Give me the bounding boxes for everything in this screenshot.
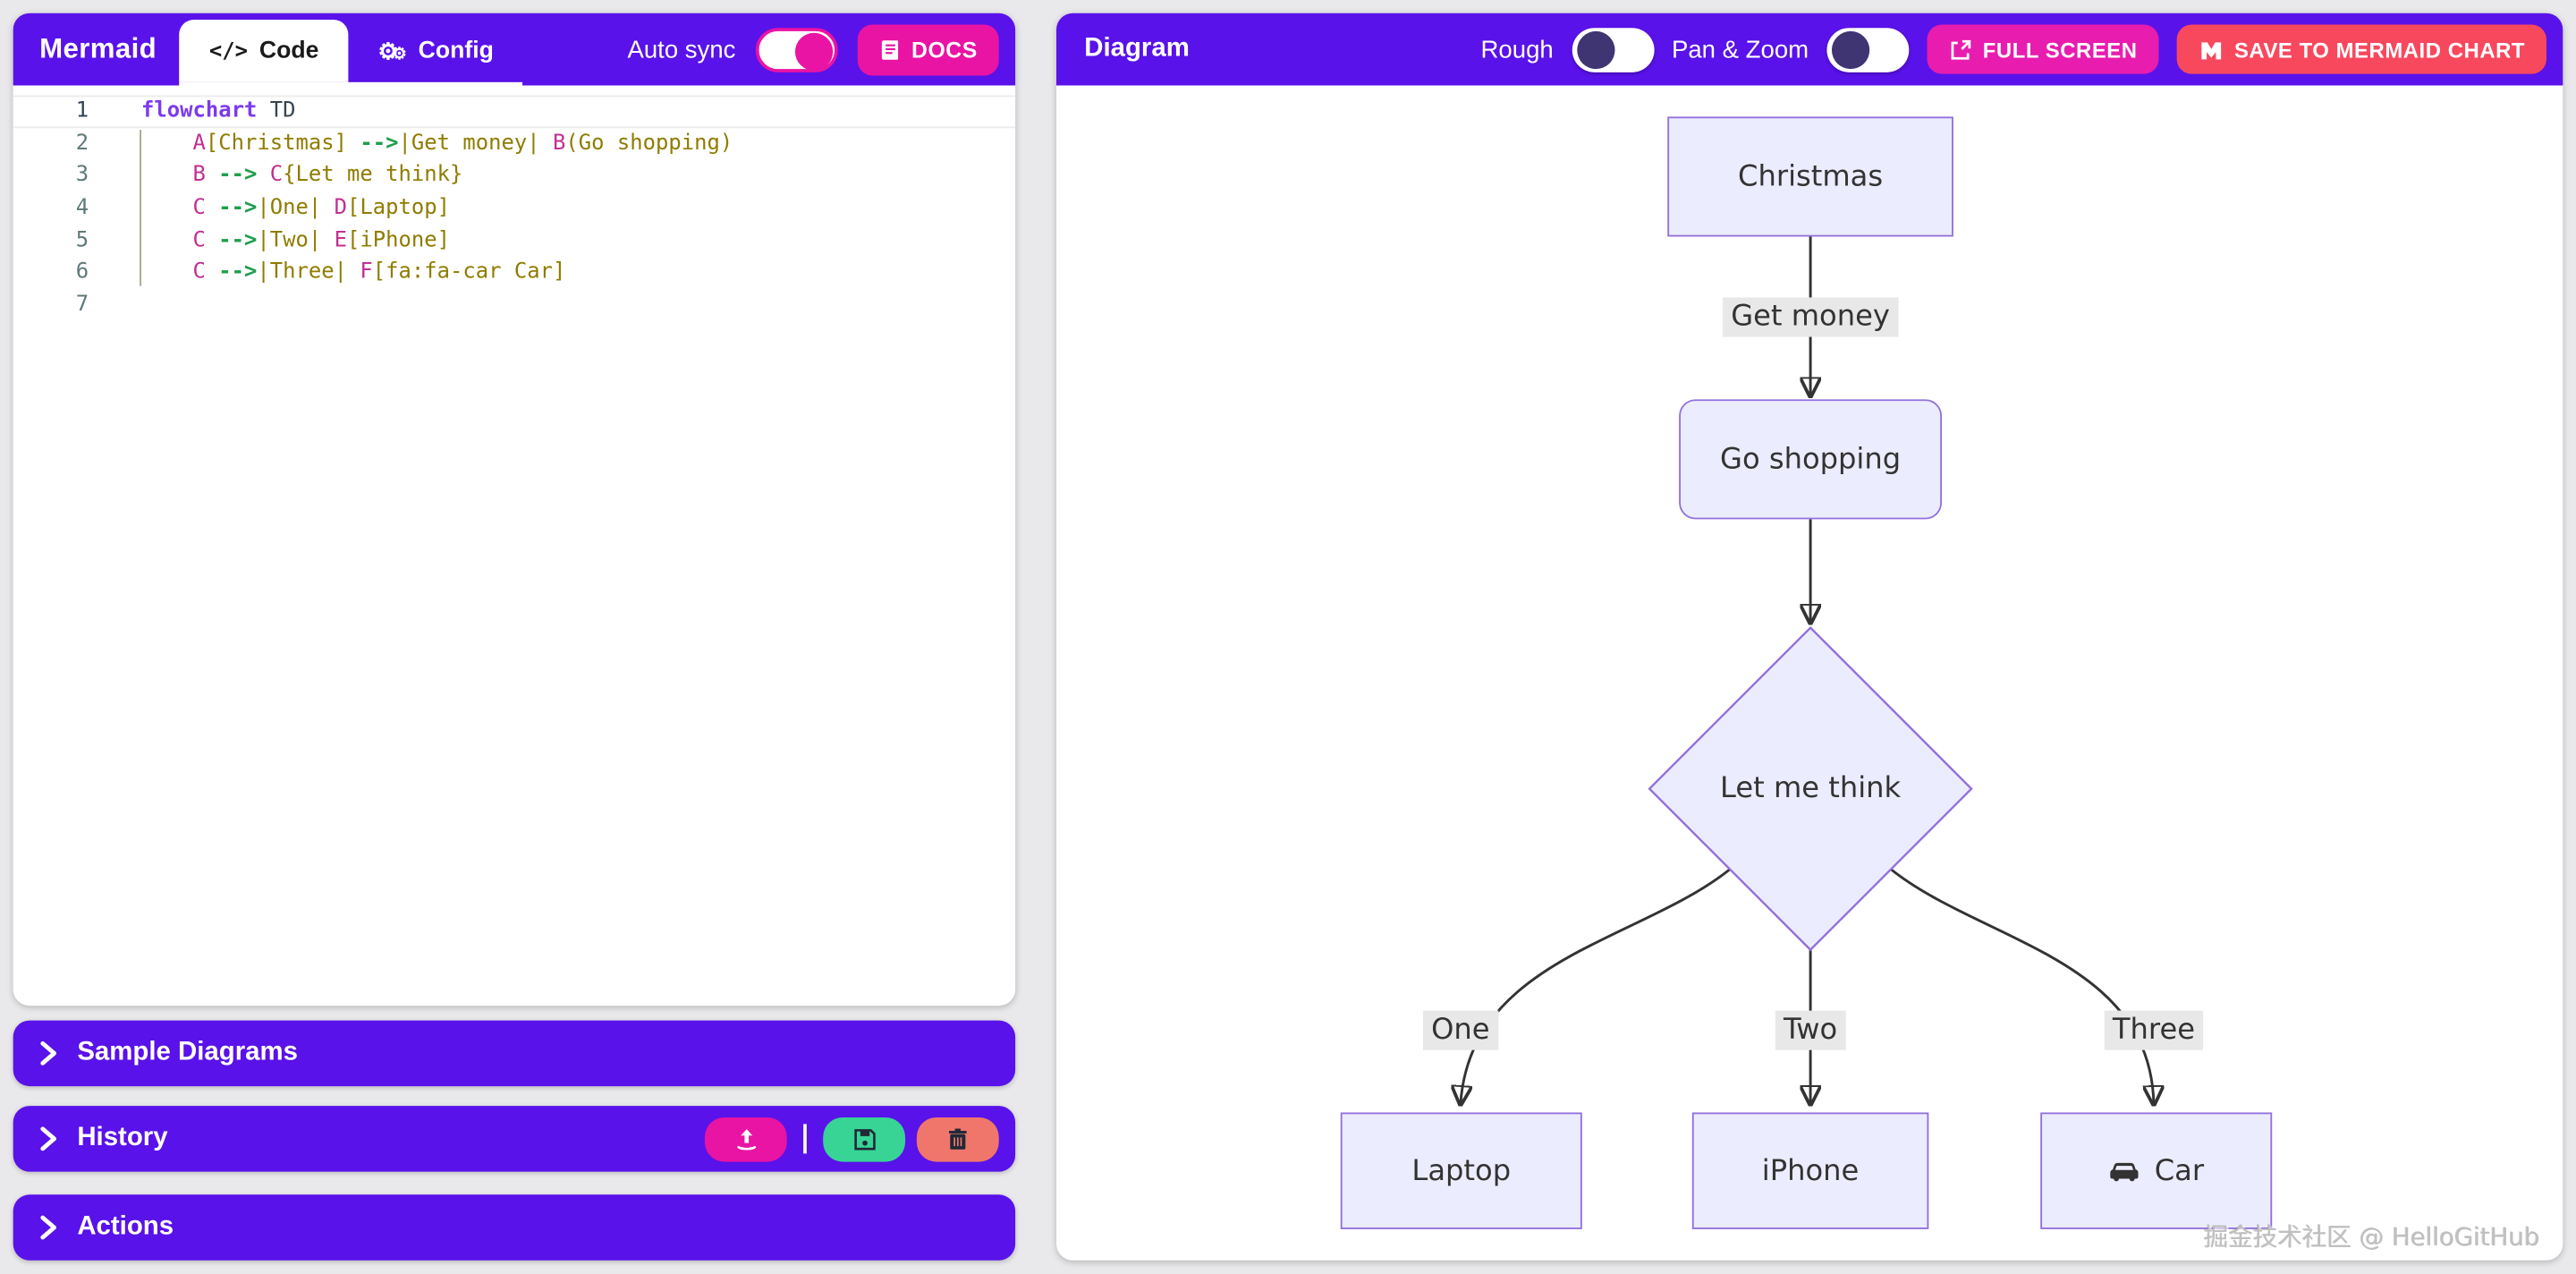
editor-tabs: </> Code ⚙⚙ Config (179, 13, 523, 86)
flowchart-node-iphone: iPhone (1691, 1112, 1929, 1229)
code-line: 6 C -->|Three| F[fa:fa-car Car] (13, 257, 1015, 289)
flowchart-node-christmas: Christmas (1667, 116, 1953, 237)
actions-label: Actions (77, 1212, 174, 1241)
save-button-label: SAVE TO MERMAID CHART (2233, 37, 2526, 62)
line-number: 1 (75, 98, 89, 123)
diagram-controls: Rough Pan & Zoom FULL SCREEN SAVE TO MER… (1480, 24, 2546, 74)
editor-header: Mermaid </> Code ⚙⚙ Config Auto sync DOC… (13, 13, 1016, 86)
diagram-header: Diagram Rough Pan & Zoom FULL SCREEN SAV… (1056, 13, 2563, 86)
chevron-right-icon (39, 1125, 57, 1151)
auto-sync-label: Auto sync (627, 35, 736, 64)
line-number: 7 (75, 293, 89, 318)
code-line: 7 (13, 289, 1015, 321)
upload-icon (736, 1128, 756, 1150)
node-label: iPhone (1761, 1154, 1860, 1188)
code-line: 3 B --> C{Let me think} (13, 160, 1015, 192)
editor-header-actions: Auto sync DOCS (627, 23, 1015, 75)
line-number: 4 (75, 195, 89, 221)
rough-label: Rough (1480, 35, 1554, 64)
diagram-panel: Diagram Rough Pan & Zoom FULL SCREEN SAV… (1056, 13, 2563, 1261)
fullscreen-button-label: FULL SCREEN (1982, 37, 2138, 62)
code-line: 2 A[Christmas] -->|Get money| B(Go shopp… (13, 128, 1015, 160)
mermaid-logo: Mermaid (39, 32, 157, 64)
flowchart-node-laptop: Laptop (1340, 1112, 1582, 1229)
save-history-button[interactable] (823, 1117, 906, 1161)
flowchart-node-go-shopping: Go shopping (1679, 399, 1943, 520)
editor-panel: Mermaid </> Code ⚙⚙ Config Auto sync DOC… (13, 13, 1016, 1006)
tab-code[interactable]: </> Code (179, 20, 349, 82)
edge-label-one: One (1422, 1010, 1498, 1050)
edge-label-two: Two (1775, 1010, 1846, 1050)
node-label: Christmas (1738, 160, 1884, 193)
chevron-right-icon (39, 1214, 57, 1240)
book-icon (881, 39, 898, 59)
history-actions (704, 1117, 1015, 1161)
code-icon: </> (208, 38, 248, 64)
watermark: 掘金技术社区 @ HelloGitHub (2203, 1222, 2540, 1253)
docs-button-label: DOCS (911, 37, 978, 62)
tab-code-label: Code (258, 38, 319, 64)
sample-diagrams-label: Sample Diagrams (77, 1038, 298, 1067)
diagram-canvas: Christmas Go shopping Let me think Lapto… (1056, 86, 2563, 1261)
flowchart-node-let-me-think: Let me think (1720, 772, 1901, 805)
car-icon (2111, 1162, 2140, 1182)
diagram-title: Diagram (1084, 34, 1190, 63)
history-label: History (77, 1124, 168, 1152)
docs-button[interactable]: DOCS (857, 23, 999, 75)
chevron-right-icon (39, 1040, 57, 1066)
line-number: 3 (75, 163, 89, 189)
toggle-knob (1831, 30, 1870, 69)
external-link-icon (1951, 38, 1971, 59)
node-label: Go shopping (1720, 442, 1902, 476)
history-accordion[interactable]: History (13, 1106, 1016, 1172)
code-line: 4 C -->|One| D[Laptop] (13, 192, 1015, 225)
upload-history-button[interactable] (704, 1117, 787, 1161)
trash-icon (949, 1127, 967, 1149)
edge-label-get-money: Get money (1723, 297, 1899, 337)
tab-config-label: Config (418, 38, 494, 64)
line-number: 6 (75, 260, 89, 285)
line-number: 5 (75, 227, 89, 253)
node-label: Car (2154, 1154, 2205, 1188)
button-divider (803, 1124, 807, 1154)
toggle-knob (794, 31, 833, 71)
pan-zoom-label: Pan & Zoom (1671, 35, 1809, 64)
flowchart-node-car: Car (2040, 1112, 2273, 1229)
floppy-disk-icon (853, 1128, 875, 1150)
indent-guide (140, 130, 141, 286)
delete-history-button[interactable] (916, 1117, 999, 1161)
code-line: 5 C -->|Two| E[iPhone] (13, 225, 1015, 257)
tab-config[interactable]: ⚙⚙ Config (348, 20, 522, 82)
mermaid-chart-logo-icon (2201, 41, 2222, 59)
auto-sync-toggle[interactable] (755, 27, 838, 72)
fullscreen-button[interactable]: FULL SCREEN (1927, 24, 2159, 74)
line-number: 2 (75, 131, 89, 156)
node-label: Laptop (1411, 1154, 1512, 1188)
save-to-mermaid-chart-button[interactable]: SAVE TO MERMAID CHART (2176, 24, 2546, 74)
pan-zoom-toggle[interactable] (1826, 27, 1910, 72)
rough-toggle[interactable] (1571, 27, 1654, 72)
actions-accordion[interactable]: Actions (13, 1194, 1016, 1261)
edge-label-three: Three (2104, 1010, 2204, 1050)
sample-diagrams-accordion[interactable]: Sample Diagrams (13, 1020, 1016, 1087)
toggle-knob (1576, 30, 1614, 69)
gears-icon: ⚙⚙ (377, 37, 407, 64)
node-label: Let me think (1720, 772, 1902, 805)
